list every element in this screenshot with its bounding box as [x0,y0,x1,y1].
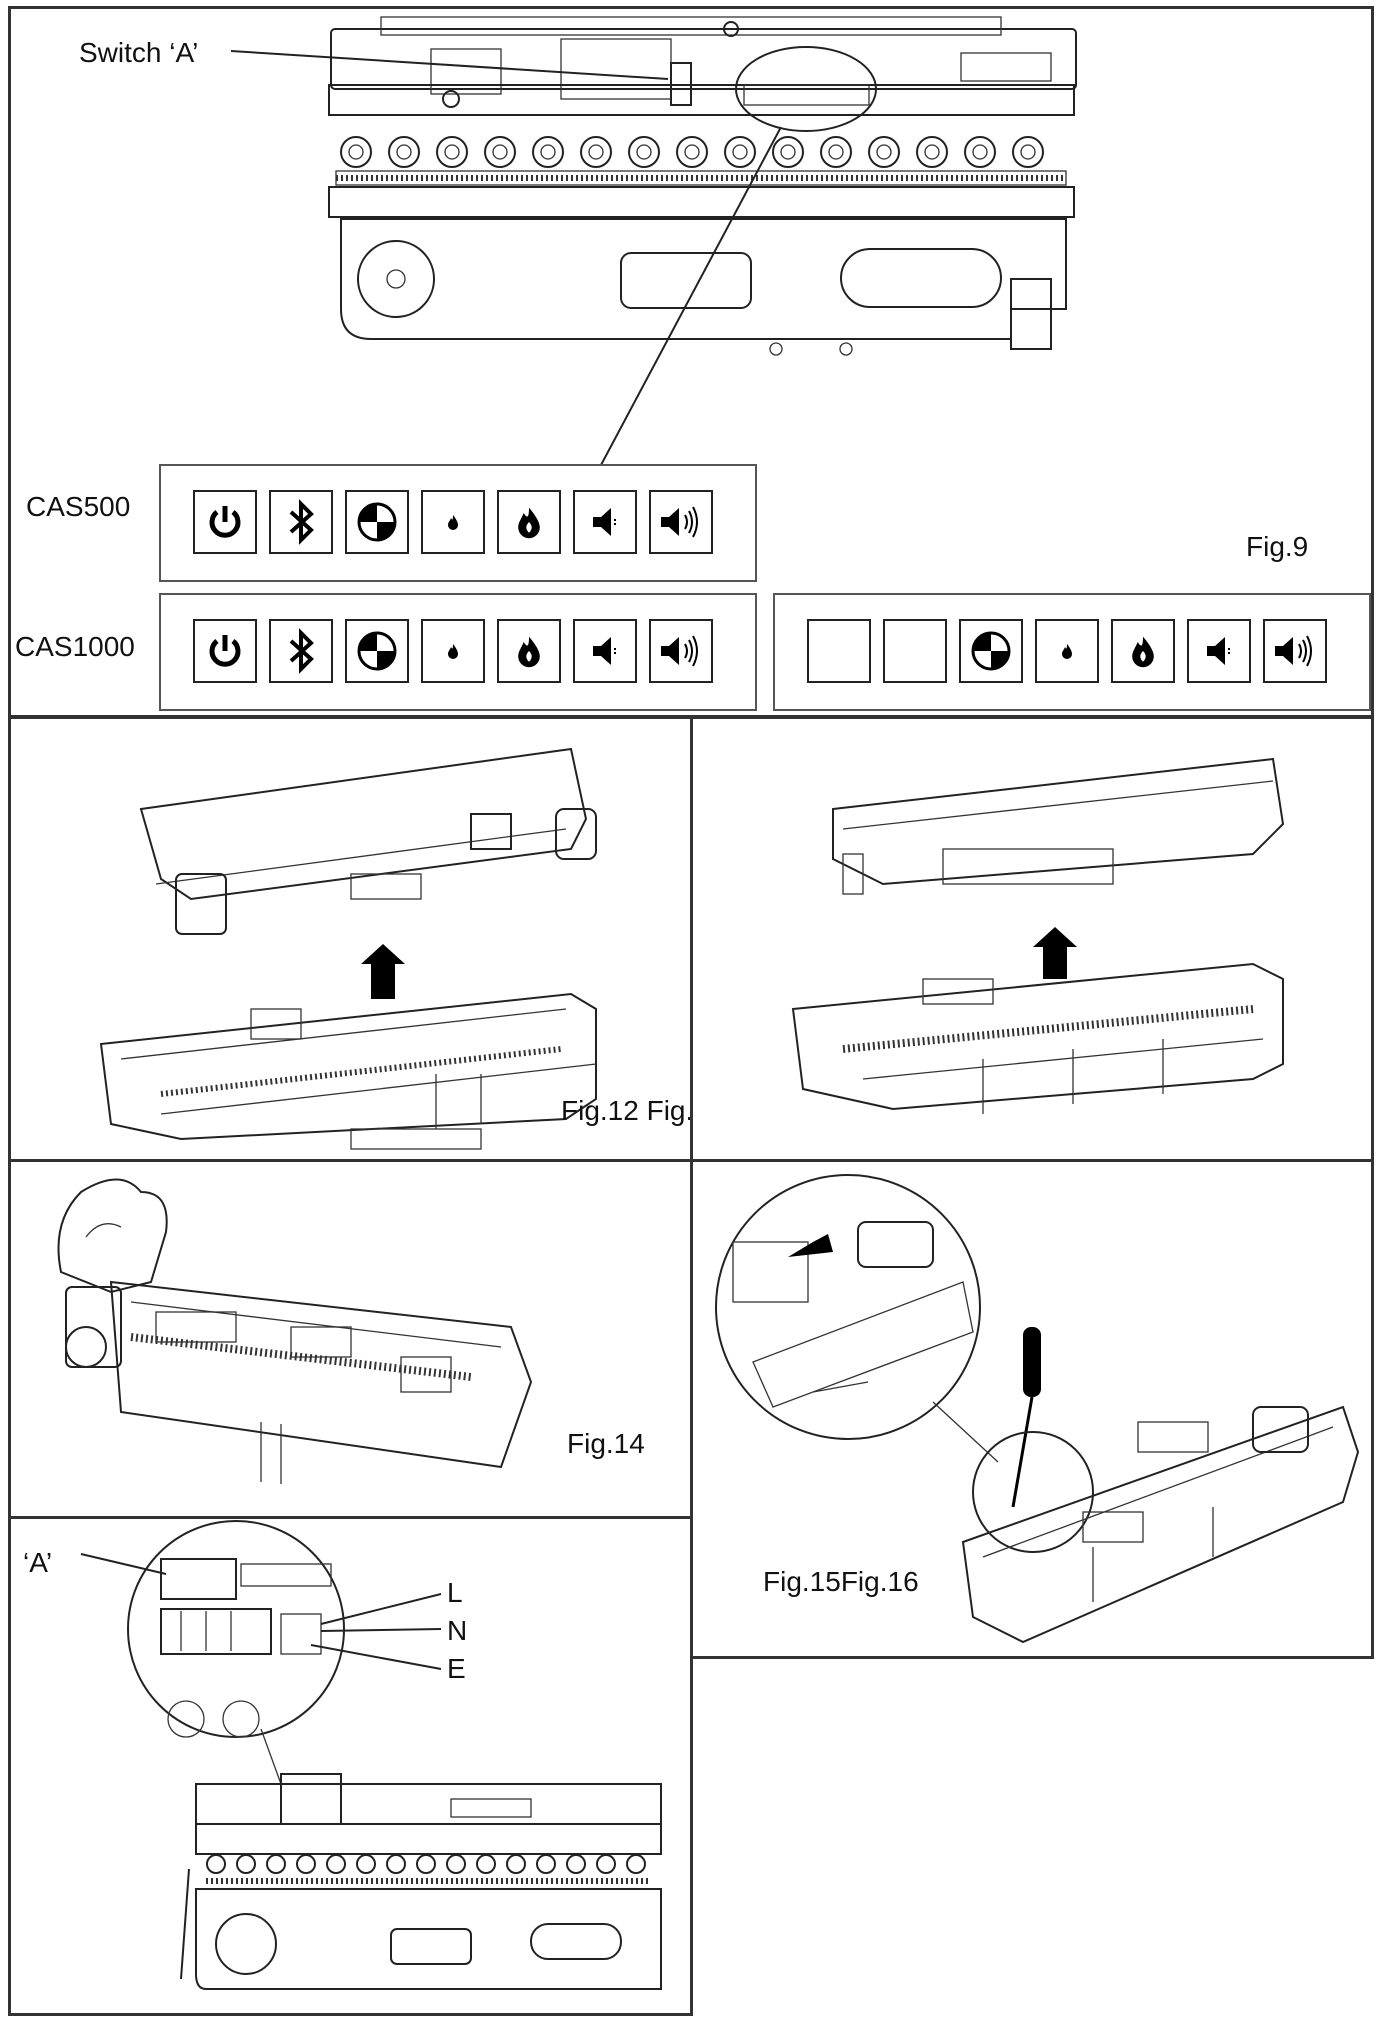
high-flame-button[interactable] [1111,619,1175,683]
high-flame-icon [518,507,540,539]
pilot-icon [971,631,1011,671]
low-flame-icon [1062,644,1072,659]
volume-low-icon [1207,637,1230,665]
cas1000-button-strip [159,593,757,711]
low-flame-icon [448,644,458,659]
low-flame-button[interactable] [1035,619,1099,683]
volume-low-icon [593,637,616,665]
volume-high-button[interactable] [1263,619,1327,683]
volume-low-icon [593,508,616,536]
cas500-button-strip [159,464,757,582]
bluetooth-button[interactable] [269,490,333,554]
switch-a-label: Switch ‘A’ [79,37,199,68]
fig14-panel: Fig.14 [8,1159,693,1519]
terminal-e-label: E [447,1653,466,1684]
high-flame-icon [518,636,540,668]
low-flame-icon [448,515,458,530]
fig15-16-drawing [715,1174,1360,1644]
power-button[interactable] [193,490,257,554]
high-flame-icon [1132,636,1154,668]
fig15-16-label: Fig.15Fig.16 [763,1566,919,1597]
wiring-panel: ‘A’ L N E [8,1516,693,2016]
terminal-l-label: L [447,1577,463,1608]
fig14-label: Fig.14 [567,1428,645,1459]
bluetooth-icon [289,499,314,545]
high-flame-button[interactable] [497,490,561,554]
knob-row [340,136,1044,168]
low-flame-button[interactable] [421,619,485,683]
wiring-drawing [80,1520,662,1990]
pilot-button[interactable] [345,490,409,554]
detail-magnifier [715,1174,981,1440]
fig15-16-panel: Fig.15Fig.16 [690,1159,1374,1659]
volume-high-button[interactable] [649,490,713,554]
volume-high-icon [661,635,698,667]
low-flame-button[interactable] [421,490,485,554]
blank-button[interactable] [883,619,947,683]
icon-leader-line [600,126,782,466]
volume-high-icon [1275,635,1312,667]
fig13-panel [690,716,1374,1162]
model-cas500-label: CAS500 [26,491,131,522]
plug-arrow-icon [788,1234,833,1257]
switch-a-terminal-label: ‘A’ [23,1547,53,1578]
bluetooth-button[interactable] [269,619,333,683]
volume-low-button[interactable] [573,490,637,554]
blank-button[interactable] [807,619,871,683]
fig12-13-label: Fig.12 Fig.13 [561,1095,690,1126]
wiring-knob-row [206,1854,646,1874]
terminal-magnifier [127,1520,345,1738]
volume-high-icon [661,506,698,538]
cas1000-alt-button-strip [773,593,1371,711]
volume-low-button[interactable] [1187,619,1251,683]
volume-low-button[interactable] [573,619,637,683]
screwdriver-icon [1023,1327,1041,1397]
fig14-drawing [57,1178,533,1484]
fig9-label: Fig.9 [1246,531,1309,562]
switch-leader-line [230,50,669,80]
bluetooth-icon [289,628,314,674]
fig9-unit-drawing [230,16,1077,466]
lift-arrow-icon [1033,927,1077,979]
fig9-panel: Switch ‘A’ Fig.9 CAS500 CAS1000 [8,6,1374,718]
fig12-panel: Fig.12 Fig.13 [8,716,693,1162]
power-icon [209,635,241,667]
hand-icon [57,1178,168,1294]
switch-a-leader [80,1553,167,1575]
high-flame-button[interactable] [497,619,561,683]
power-button[interactable] [193,619,257,683]
power-icon [209,506,241,538]
lift-arrow-icon [361,944,405,999]
pilot-button[interactable] [345,619,409,683]
fig13-drawing [791,757,1285,1114]
pilot-icon [357,502,397,542]
volume-high-button[interactable] [649,619,713,683]
model-cas1000-label: CAS1000 [15,631,135,662]
pilot-button[interactable] [959,619,1023,683]
terminal-n-label: N [447,1615,468,1646]
pilot-icon [357,631,397,671]
fig12-drawing [99,747,597,1150]
